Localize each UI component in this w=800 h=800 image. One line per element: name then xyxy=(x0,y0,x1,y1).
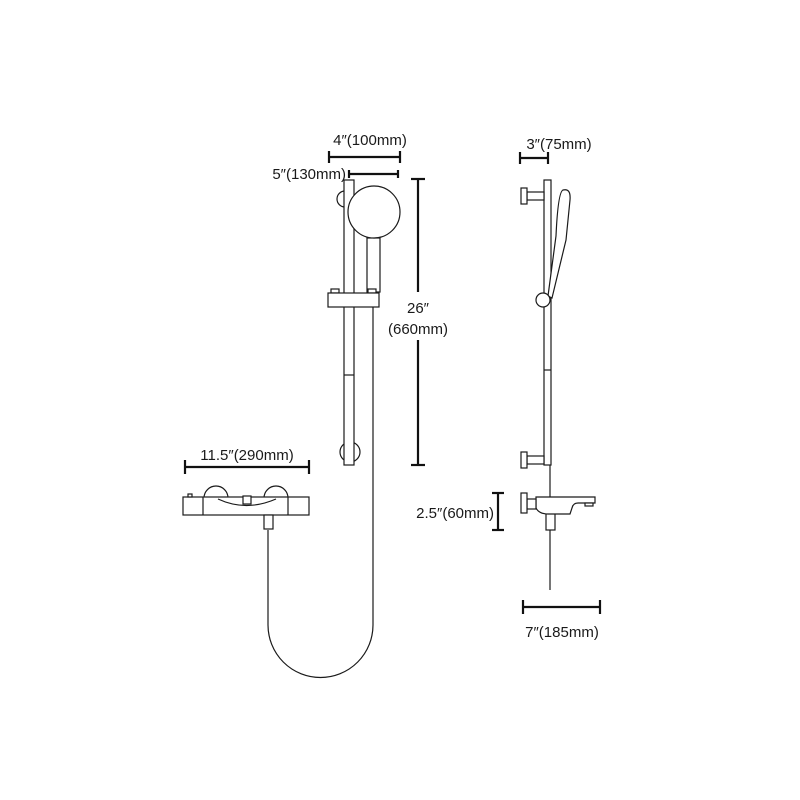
hose xyxy=(267,307,374,679)
side-view: 3″(75mm) 2.5″(60mm) 7″(185mm) xyxy=(416,136,602,641)
valve-side-stem xyxy=(526,498,537,510)
lower-bracket-stem xyxy=(526,455,545,465)
valve-outlet-side xyxy=(545,512,556,531)
dim-head-offset xyxy=(347,170,400,178)
dim-head-width xyxy=(327,151,402,163)
label-rail-height-in: 26″ xyxy=(407,300,430,317)
valve-knob-right xyxy=(263,485,289,499)
slider-tab-left xyxy=(330,288,340,294)
handshower-side xyxy=(547,189,571,299)
label-rail-depth: 3″(75mm) xyxy=(526,136,591,153)
valve-spout xyxy=(535,496,596,515)
label-valve-height: 2.5″(60mm) xyxy=(416,505,494,522)
handshower-handle xyxy=(366,237,381,293)
slider-holder xyxy=(327,292,380,308)
label-rail-height-mm: (660mm) xyxy=(388,321,448,338)
dim-rail-depth xyxy=(518,152,550,164)
slider-ball xyxy=(535,292,551,308)
slider-tab-right xyxy=(367,288,377,294)
dim-rail-height xyxy=(411,177,425,467)
slide-rail xyxy=(343,179,355,466)
valve-handle-lever xyxy=(217,498,277,507)
handshower-head xyxy=(347,185,401,239)
label-valve-width: 11.5″(290mm) xyxy=(200,447,293,464)
upper-bracket-stem xyxy=(526,191,545,201)
valve-outlet xyxy=(263,514,274,530)
front-view: 4″(100mm) 5″(130mm) 26″ (660mm) 11.5″(29… xyxy=(182,132,448,679)
dim-valve-depth xyxy=(521,600,602,614)
valve-indicator xyxy=(187,493,193,498)
label-head-offset: 5″(130mm) xyxy=(272,166,346,183)
dim-valve-width xyxy=(183,460,311,474)
valve-side-cap xyxy=(520,492,528,514)
valve-center-button xyxy=(242,495,252,505)
valve-knob-left xyxy=(203,485,229,499)
side-rail xyxy=(543,179,552,466)
lower-bracket-cap xyxy=(520,451,528,469)
label-head-width: 4″(100mm) xyxy=(333,132,407,149)
upper-bracket-cap xyxy=(520,187,528,205)
dim-valve-height xyxy=(492,491,504,532)
spout-aerator xyxy=(584,502,594,507)
label-valve-depth: 7″(185mm) xyxy=(525,624,599,641)
